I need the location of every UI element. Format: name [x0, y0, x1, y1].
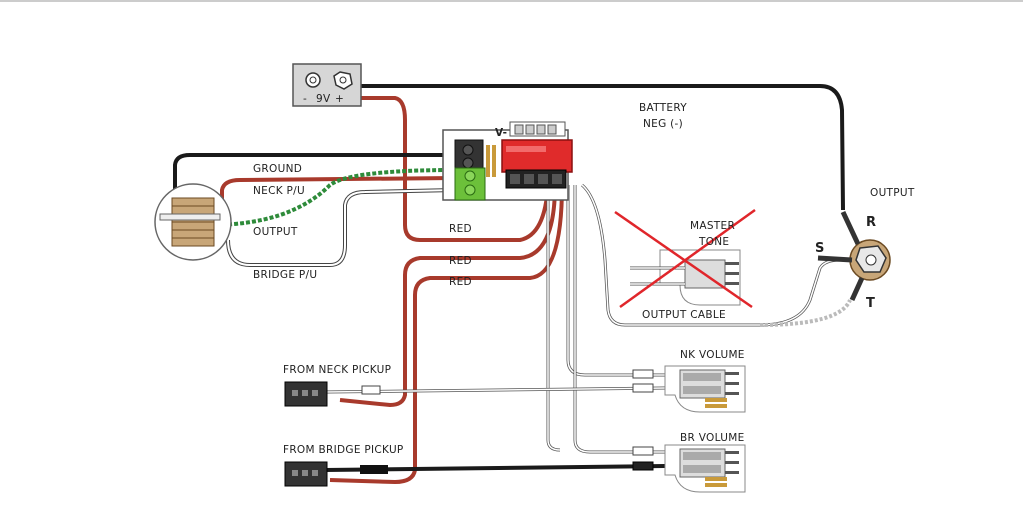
br-vol-plug-b	[632, 461, 654, 471]
output-cable-braid	[759, 299, 852, 327]
tone-label: TONE	[698, 236, 729, 248]
neck-pu-red-wire	[220, 176, 456, 210]
battery-plus-label: +	[335, 93, 344, 105]
nk-vol-plug-a	[632, 369, 654, 379]
output-jack-label: OUTPUT	[253, 226, 298, 238]
nk-volume-pot	[664, 365, 746, 413]
red-label-1: RED	[449, 223, 472, 235]
master-label: MASTER	[690, 220, 735, 232]
output-cable	[581, 184, 841, 326]
from-neck-label: FROM NECK PICKUP	[283, 364, 391, 376]
master-tone-pot	[630, 249, 741, 306]
neck-pickup-connector	[284, 381, 328, 407]
bridge-pu-label: BRIDGE P/U	[253, 269, 317, 281]
bridge-pu-wire-inner	[227, 189, 456, 266]
jack-t-label: T	[866, 296, 875, 311]
ground-label: GROUND	[253, 163, 302, 175]
br-vol-plug-a	[632, 446, 654, 456]
stereo-jack-icon	[817, 210, 891, 302]
br-volume-pot	[664, 444, 746, 493]
red-wire-bridge	[329, 184, 564, 485]
output-title-label: OUTPUT	[870, 187, 915, 199]
jack-r-label: R	[866, 215, 876, 230]
pickup-coil-icon	[154, 183, 232, 261]
neck-pu-label: NECK P/U	[253, 185, 305, 197]
nk-volume-label: NK VOLUME	[680, 349, 745, 361]
nk-vol-wire-a	[567, 185, 665, 376]
preamp-board	[442, 121, 573, 201]
battery-minus-label: -	[303, 93, 307, 105]
battery-red-wire	[360, 96, 550, 242]
bridge-pickup-connector	[284, 461, 328, 487]
ground-wire	[173, 153, 455, 205]
battery-black-wire	[360, 84, 845, 211]
red-label-2: RED	[449, 255, 472, 267]
battery-neg-label: NEG (-)	[643, 118, 683, 130]
board-v-label: V-	[495, 127, 507, 139]
battery-9v-label: 9V	[316, 93, 331, 105]
battery-clip-icon	[292, 63, 362, 107]
output-cable-label: OUTPUT CABLE	[642, 309, 726, 321]
bridge-lead-sleeve	[360, 465, 388, 474]
jack-s-label: S	[815, 241, 824, 256]
crossed-out-mark-icon	[614, 208, 756, 309]
from-bridge-label: FROM BRIDGE PICKUP	[283, 444, 404, 456]
battery-title-label: BATTERY	[639, 102, 687, 114]
output-green-wire	[209, 168, 456, 227]
neck-pickup-lead	[324, 387, 666, 393]
neck-lead-sleeve	[361, 385, 381, 395]
br-vol-wire	[574, 185, 665, 453]
nk-vol-plug-b	[632, 383, 654, 393]
br-volume-label: BR VOLUME	[680, 432, 745, 444]
white-wire-c	[547, 200, 561, 451]
red-label-3: RED	[449, 276, 472, 288]
